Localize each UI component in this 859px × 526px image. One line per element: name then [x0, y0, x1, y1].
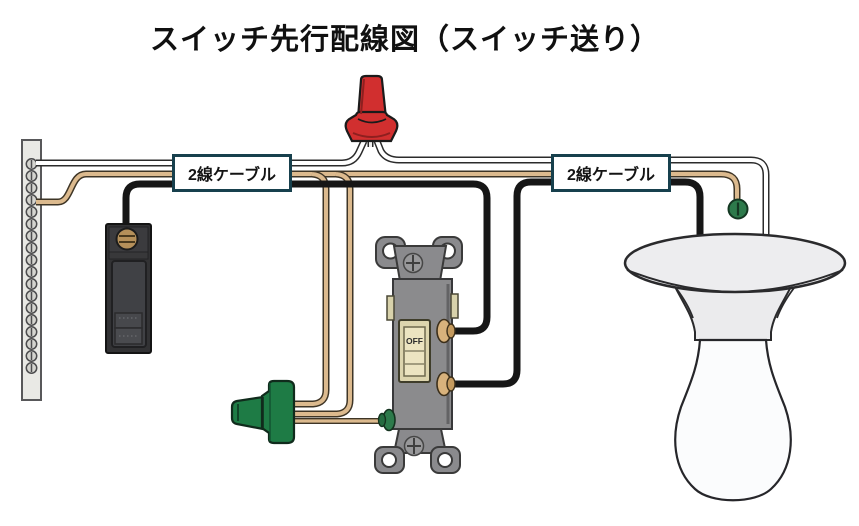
switch-position-label: OFF: [406, 336, 423, 346]
ground-branch-right: [293, 170, 354, 418]
terminal-strip: [21, 139, 42, 401]
green-nut-cone: [230, 395, 265, 431]
hot-wires: [122, 178, 704, 388]
hot-wire-breaker-to-switch: [122, 180, 491, 335]
green-nut-skirt: [260, 379, 296, 445]
ground-wires: [36, 170, 741, 424]
red-wire-nut: [344, 74, 399, 143]
switch-brass-terminal-top: [436, 318, 456, 344]
light-bulb: [674, 338, 792, 502]
switch-mount-hole: [437, 452, 453, 468]
fixture-canopy: [623, 232, 847, 294]
switch-side-tab-left: [386, 295, 395, 321]
switch-side-tab-right: [450, 293, 459, 319]
ground-branch-right-core: [293, 172, 352, 416]
switch-mount-hole: [381, 452, 397, 468]
cable-label-right: 2線ケーブル: [551, 154, 671, 192]
green-wire-nut: [230, 379, 296, 445]
switch-brass-terminal-bottom: [436, 371, 456, 397]
ground-wire-main-core: [36, 172, 739, 204]
diagram-title: スイッチ先行配線図（スイッチ送り）: [149, 24, 661, 56]
red-nut-cone: [356, 74, 388, 120]
fixture-ground-screw: [727, 198, 749, 220]
switch-ground-screw: [377, 408, 396, 432]
light-fixture: [623, 198, 847, 502]
hot-wire-switch-to-lamp: [449, 178, 704, 388]
cable-label-left: 2線ケーブル: [172, 154, 292, 192]
ground-branch-left: [293, 170, 330, 408]
toggle-switch: OFF: [374, 236, 463, 474]
circuit-breaker: [105, 223, 152, 354]
breaker-terminal-screw: [115, 227, 139, 251]
neutral-wire-source-core: [36, 140, 366, 165]
ground-branch-left-core: [293, 172, 328, 406]
breaker-switch-upper: [114, 312, 143, 329]
